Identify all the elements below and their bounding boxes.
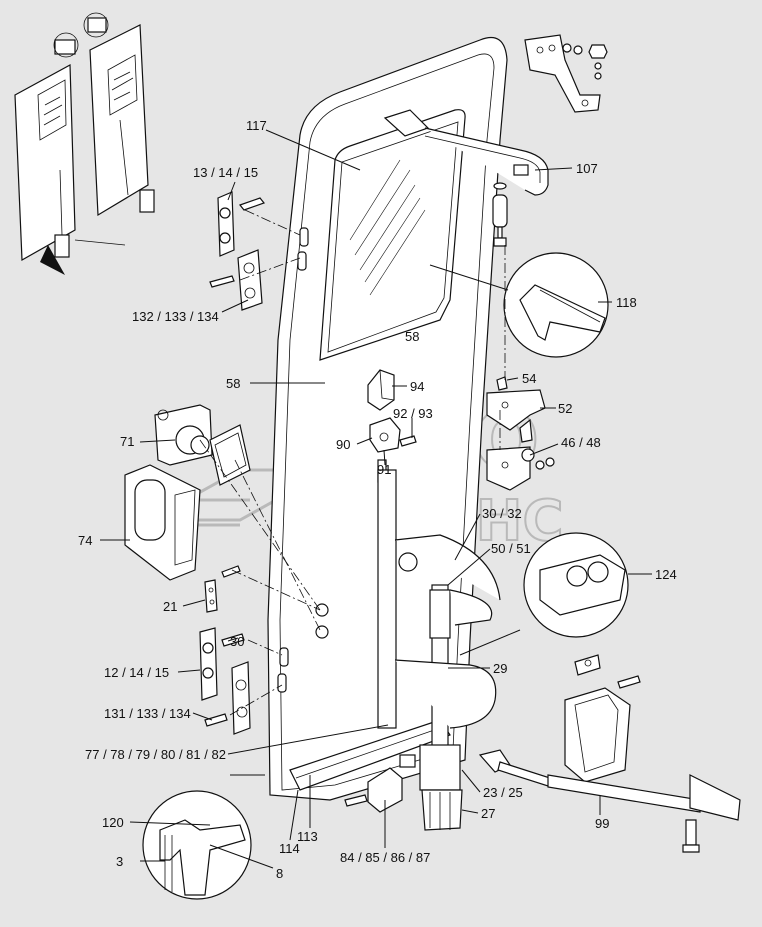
- rod-29: [377, 469, 501, 751]
- label-117: 117: [246, 118, 267, 133]
- label-58-door: 58: [226, 376, 240, 391]
- thumbnail-door-overview: [14, 12, 155, 275]
- knob-94: [367, 369, 395, 411]
- top-bracket: [524, 34, 608, 113]
- plate-21: [204, 565, 241, 613]
- label-13-14-15: 13 / 14 / 15: [193, 165, 258, 180]
- label-8: 8: [276, 866, 283, 881]
- label-90: 90: [336, 437, 350, 452]
- label-30-32: 30 / 32: [482, 506, 522, 521]
- label-54: 54: [522, 371, 536, 386]
- label-113: 113: [297, 829, 318, 844]
- label-99: 99: [595, 816, 609, 831]
- handle-74: [124, 464, 201, 581]
- hinge-13-14-15: [217, 191, 265, 257]
- label-124: 124: [655, 567, 677, 582]
- label-107: 107: [576, 161, 598, 176]
- label-58-window: 58: [405, 329, 419, 344]
- label-50-51: 50 / 51: [491, 541, 531, 556]
- hinge-bracket-52: [486, 376, 546, 431]
- detail-120: [142, 790, 252, 900]
- label-27: 27: [481, 806, 495, 821]
- hinge-12-14-15: [199, 627, 245, 701]
- label-131-133-134: 131 / 133 / 134: [104, 706, 191, 721]
- label-91: 91: [377, 462, 391, 477]
- label-23-25: 23 / 25: [483, 785, 523, 800]
- label-120: 120: [102, 815, 124, 830]
- label-92-93: 92 / 93: [393, 406, 433, 421]
- label-118: 118: [616, 295, 637, 310]
- hinge-132-133-134: [209, 249, 263, 311]
- label-132-133-134: 132 / 133 / 134: [132, 309, 219, 324]
- label-77-82: 77 / 78 / 79 / 80 / 81 / 82: [85, 747, 226, 762]
- label-52: 52: [558, 401, 572, 416]
- label-29: 29: [493, 661, 507, 676]
- lock-71: [154, 404, 251, 486]
- label-71: 71: [120, 434, 134, 449]
- label-84-87: 84 / 85 / 86 / 87: [340, 850, 430, 865]
- arm-99: [478, 749, 741, 853]
- label-46-48: 46 / 48: [561, 435, 601, 450]
- window-glass-hatching: [349, 159, 426, 296]
- label-30: 30: [230, 634, 244, 649]
- detail-124: [523, 532, 629, 638]
- part-labels: 117 13 / 14 / 15 132 / 133 / 134 107 118…: [78, 118, 677, 881]
- label-114: 114: [279, 841, 300, 856]
- cylinder-27: [399, 744, 463, 831]
- handrail-107: [383, 109, 549, 196]
- label-94: 94: [410, 379, 424, 394]
- hinge-46-48: [486, 418, 555, 491]
- label-74: 74: [78, 533, 92, 548]
- block-84-87: [344, 767, 403, 813]
- label-12-14-15: 12 / 14 / 15: [104, 665, 169, 680]
- label-3: 3: [116, 854, 123, 869]
- construction-lines: [199, 209, 506, 716]
- leader-lines: [100, 129, 652, 869]
- hinge-131-133-134: [204, 661, 251, 735]
- cover-block: [564, 654, 641, 783]
- detail-118: [503, 252, 609, 358]
- label-21: 21: [163, 599, 177, 614]
- bolt-stack: [492, 182, 508, 247]
